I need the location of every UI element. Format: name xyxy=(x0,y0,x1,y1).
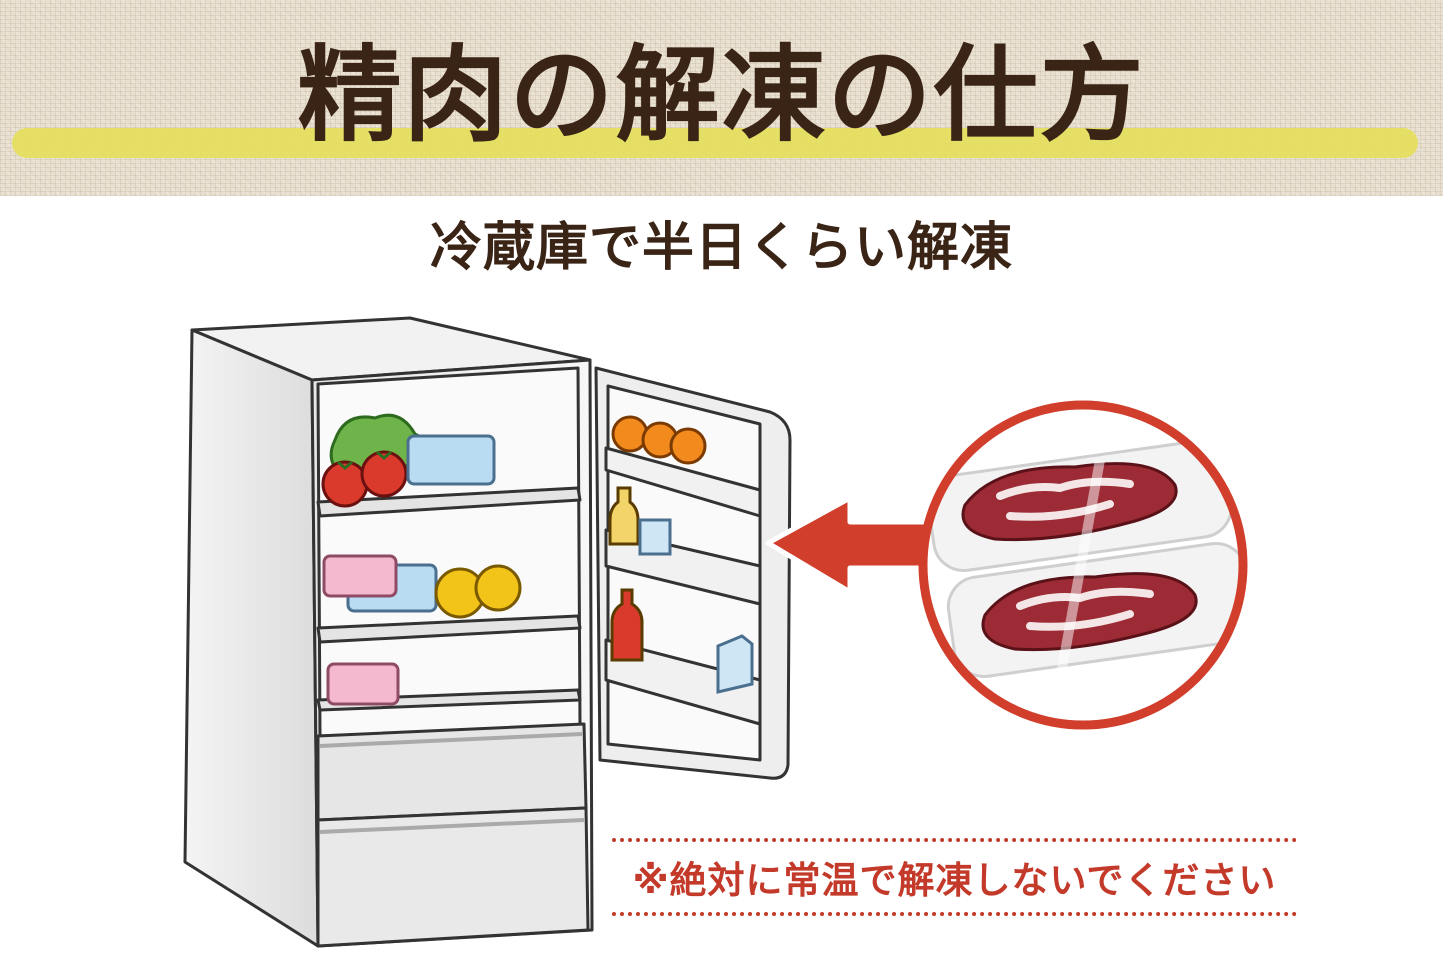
packaged-meat-icon xyxy=(918,400,1248,730)
page-title: 精肉の解凍の仕方 xyxy=(297,34,1146,156)
orange-icon xyxy=(434,564,522,619)
orange-icon xyxy=(611,415,707,465)
bottle-icon xyxy=(608,486,644,662)
refrigerator-icon xyxy=(183,316,594,948)
page-subtitle: 冷蔵庫で半日くらい解凍 xyxy=(429,218,1013,278)
milk-carton-icon xyxy=(638,518,754,694)
food-container-icon xyxy=(322,434,496,706)
title-highlight-stripe xyxy=(12,128,1418,158)
warning-text: ※絶対に常温で解凍しないでください xyxy=(632,859,1277,902)
arrow-left-icon xyxy=(765,495,933,595)
tomato-icon xyxy=(321,450,408,508)
header-banner: 精肉の解凍の仕方 xyxy=(0,0,1443,196)
warning-note: ※絶対に常温で解凍しないでください xyxy=(612,838,1297,916)
